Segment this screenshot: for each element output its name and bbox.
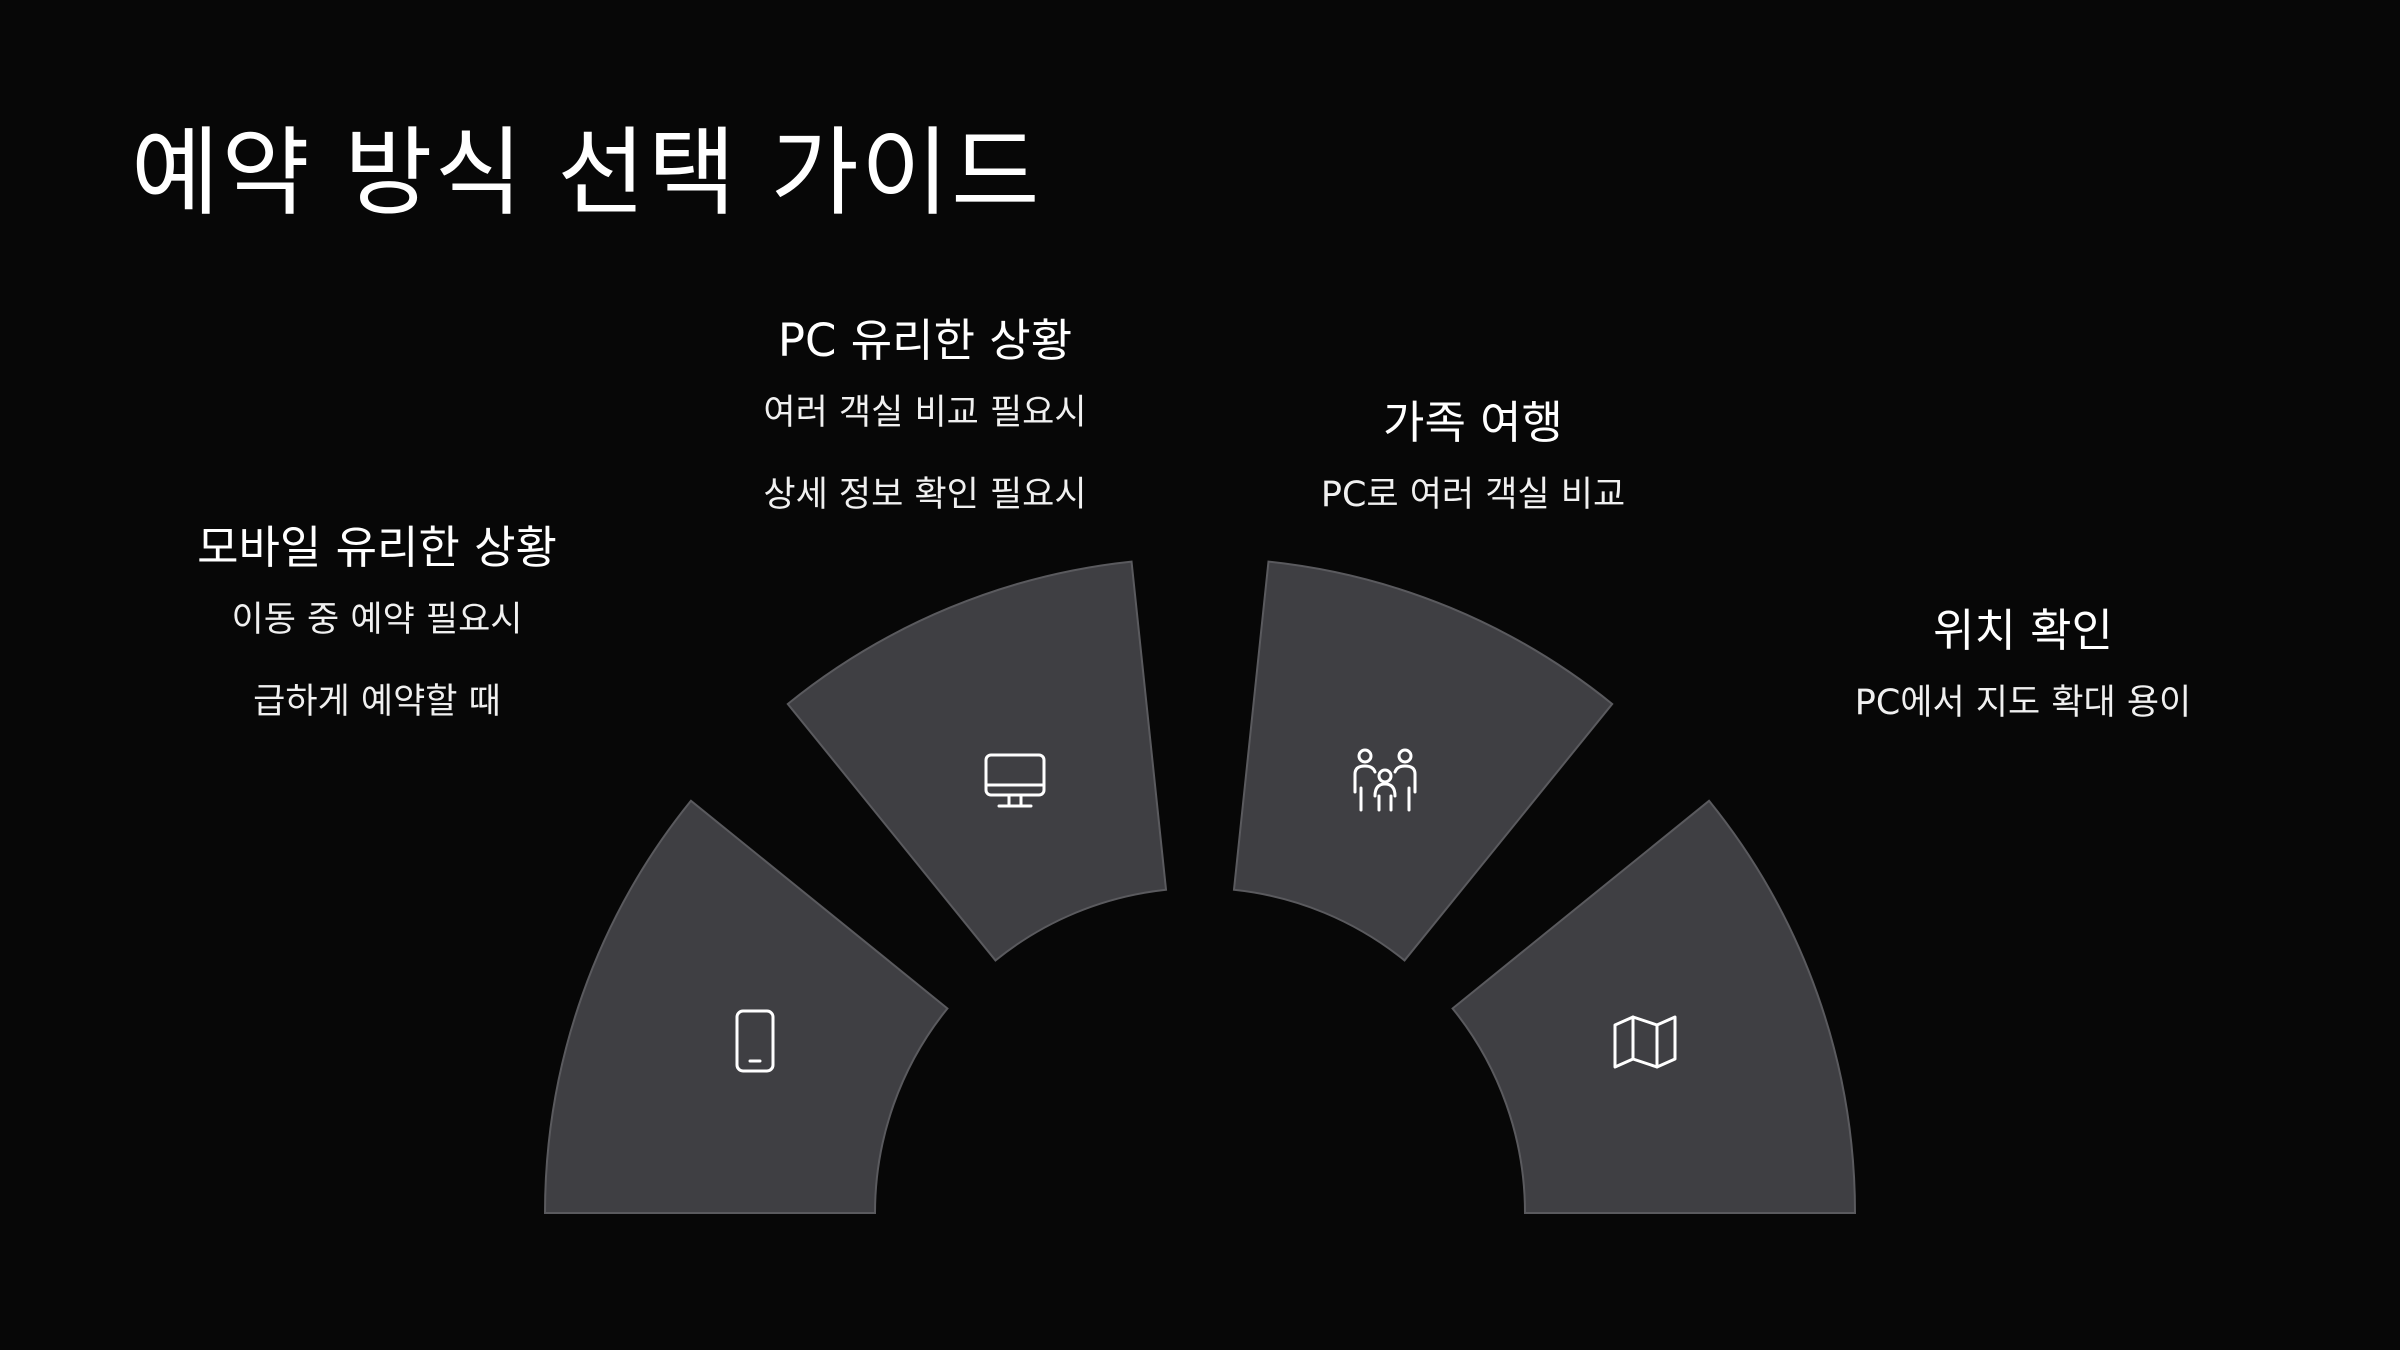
segment-detail: 상세 정보 확인 필요시 xyxy=(763,475,1087,515)
segment-detail: 이동 중 예약 필요시 xyxy=(231,600,523,640)
map-icon xyxy=(1613,1015,1677,1069)
segment-mobile xyxy=(543,799,949,1214)
segment-location xyxy=(1451,799,1857,1214)
segment-detail: 여러 객실 비교 필요시 xyxy=(763,393,1087,433)
segment-pc xyxy=(786,560,1168,962)
segment-family xyxy=(1232,560,1614,962)
segment-detail: PC로 여러 객실 비교 xyxy=(1320,475,1626,515)
segment-heading: 모바일 유리한 상황 xyxy=(197,521,557,574)
smartphone-icon xyxy=(735,1009,775,1073)
family-icon xyxy=(1353,748,1417,812)
segment-heading: PC 유리한 상황 xyxy=(777,314,1073,367)
segment-detail: 급하게 예약할 때 xyxy=(253,682,501,722)
page-title: 예약 방식 선택 가이드 xyxy=(131,117,1042,229)
desktop-monitor-icon xyxy=(984,753,1046,808)
segment-heading: 위치 확인 xyxy=(1933,604,2113,657)
segment-detail: PC에서 지도 확대 용이 xyxy=(1854,683,2192,723)
segment-heading: 가족 여행 xyxy=(1383,396,1563,449)
